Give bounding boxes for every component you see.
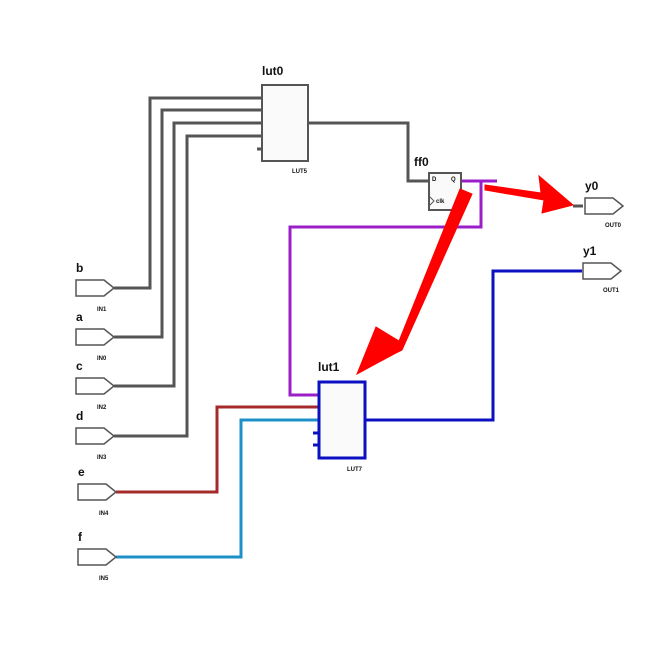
wire-c-lut0[interactable] — [114, 121, 262, 388]
port-a-name: a — [76, 310, 83, 324]
cell-lut0-type: LUT5 — [292, 169, 308, 175]
wire-ff0-q-loop[interactable] — [288, 179, 483, 397]
ff0-pin-clk: clk — [436, 199, 445, 205]
port-e-shape — [77, 483, 118, 501]
wire-d-lut0[interactable] — [114, 134, 262, 438]
ff0-pin-d: D — [432, 177, 437, 183]
port-b-shape — [75, 279, 116, 297]
port-a-label: IN0 — [97, 356, 107, 362]
port-c-name: c — [76, 359, 83, 373]
lut1-unused-pins — [313, 431, 318, 447]
port-e-label: IN4 — [99, 511, 109, 517]
port-b-label: IN1 — [97, 307, 107, 313]
red-arrow-to-y0 — [484, 174, 575, 214]
wire-f-lut1[interactable] — [116, 418, 318, 559]
wire-a-lut0[interactable] — [114, 108, 262, 339]
cell-ff0-name: ff0 — [414, 155, 429, 169]
cell-lut1-name: lut1 — [318, 360, 340, 374]
port-y0-shape — [584, 197, 625, 215]
wires-lut0-inputs — [114, 96, 262, 438]
port-f-name: f — [78, 530, 83, 544]
port-d-label: IN3 — [97, 455, 107, 461]
port-f-shape — [77, 548, 118, 566]
port-f-label: IN5 — [99, 576, 109, 582]
port-c-label: IN2 — [97, 405, 107, 411]
port-b-name: b — [76, 261, 83, 275]
port-y0-label: OUT0 — [605, 223, 622, 229]
port-d-shape — [75, 427, 116, 445]
annotation-arrows — [356, 174, 575, 376]
port-y1-name: y1 — [583, 244, 597, 258]
wire-lut0-ff0[interactable] — [309, 121, 429, 183]
port-c-shape — [75, 377, 116, 395]
cell-lut1[interactable]: lut1 LUT7 — [317, 360, 367, 473]
port-y1-label: OUT1 — [603, 288, 620, 294]
port-e-name: e — [78, 465, 85, 479]
red-arrow-to-lut1 — [356, 188, 473, 376]
wire-lut1-y1[interactable] — [365, 269, 582, 422]
wires-ff0-q-net — [288, 179, 497, 397]
port-d-name: d — [76, 409, 83, 423]
port-y1-shape — [582, 262, 623, 280]
cell-lut1-type: LUT7 — [347, 467, 363, 473]
cell-lut0-name: lut0 — [262, 64, 284, 78]
ff0-pin-q: Q — [451, 177, 456, 183]
port-a-shape — [75, 328, 116, 346]
wire-e-lut1[interactable] — [116, 405, 318, 494]
port-y0-name: y0 — [585, 179, 599, 193]
wire-b-lut0[interactable] — [114, 96, 262, 290]
cell-lut0[interactable]: lut0 LUT5 — [261, 64, 309, 175]
